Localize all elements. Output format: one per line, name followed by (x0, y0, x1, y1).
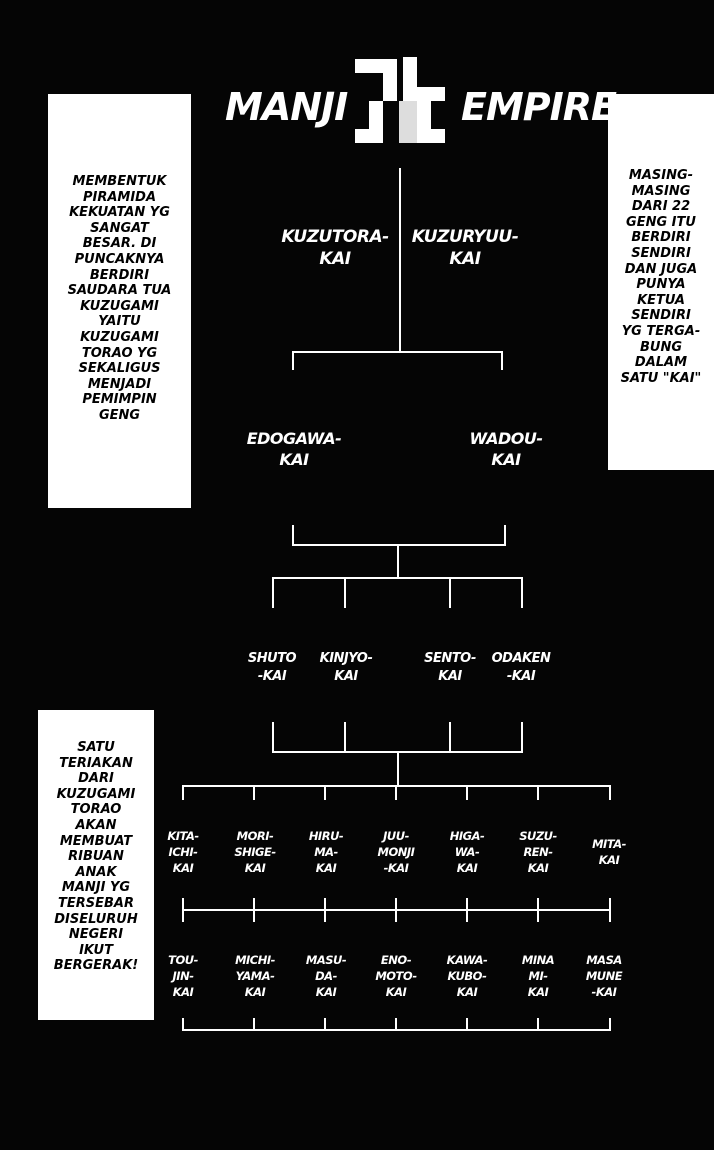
caption-text: MEMBENTUK PIRAMIDA KEKUATAN YG SANGAT BE… (67, 174, 172, 423)
connector-line (292, 351, 503, 370)
node-masuda-kai: MASU- DA- KAI (305, 953, 347, 999)
node-toujin-kai: TOU- JIN- KAI (168, 953, 198, 999)
connector-line (272, 577, 523, 608)
node-odaken-kai: ODAKEN -KAI (491, 651, 551, 684)
node-hiruma-kai: HIRU- MA- KAI (308, 829, 344, 875)
caption-box-right-top: MASING- MASING DARI 22 GENG ITU BERDIRI … (608, 94, 714, 470)
node-shuto-kai: SHUTO -KAI (247, 651, 297, 684)
node-kuzuryuu-kai: KUZURYUU- KAI (411, 227, 519, 269)
caption-text: SATU TERIAKAN DARI KUZUGAMI TORAO AKAN M… (53, 740, 139, 974)
node-kawakubo-kai: KAWA- KUBO- KAI (446, 953, 488, 999)
node-suzuren-kai: SUZU- REN- KAI (519, 829, 557, 875)
title-empire: EMPIRE (461, 85, 617, 129)
node-minami-kai: MINA MI- KAI (521, 953, 555, 999)
connector-line (272, 722, 523, 753)
node-kitaichi-kai: KITA- ICHI- KAI (167, 829, 199, 875)
node-sento-kai: SENTO- KAI (424, 651, 476, 684)
node-higawa-kai: HIGA- WA- KAI (449, 829, 485, 875)
node-morishige-kai: MORI- SHIGE- KAI (234, 829, 276, 875)
node-michiyama-kai: MICHI- YAMA- KAI (235, 953, 275, 999)
node-juumonji-kai: JUU- MONJI -KAI (377, 829, 415, 875)
node-mita-kai: MITA- KAI (592, 837, 626, 867)
title-manji: MANJI (225, 85, 348, 129)
node-edogawa-kai: EDOGAWA- KAI (246, 429, 342, 469)
node-enomoto-kai: ENO- MOTO- KAI (375, 953, 417, 999)
node-kuzutora-kai: KUZUTORA- KAI (281, 227, 389, 269)
caption-text: MASING- MASING DARI 22 GENG ITU BERDIRI … (620, 168, 702, 386)
node-kinjyo-kai: KINJYO- KAI (319, 651, 373, 684)
node-wadou-kai: WADOU- KAI (469, 429, 543, 469)
connector-line (292, 525, 506, 546)
node-masamune-kai: MASA MUNE -KAI (585, 953, 623, 999)
manji-emblem-icon (353, 55, 447, 145)
caption-box-left-top: MEMBENTUK PIRAMIDA KEKUATAN YG SANGAT BE… (48, 94, 191, 508)
page-title: MANJI EMPIRE (225, 55, 617, 145)
caption-box-left-bottom: SATU TERIAKAN DARI KUZUGAMI TORAO AKAN M… (38, 710, 154, 1020)
